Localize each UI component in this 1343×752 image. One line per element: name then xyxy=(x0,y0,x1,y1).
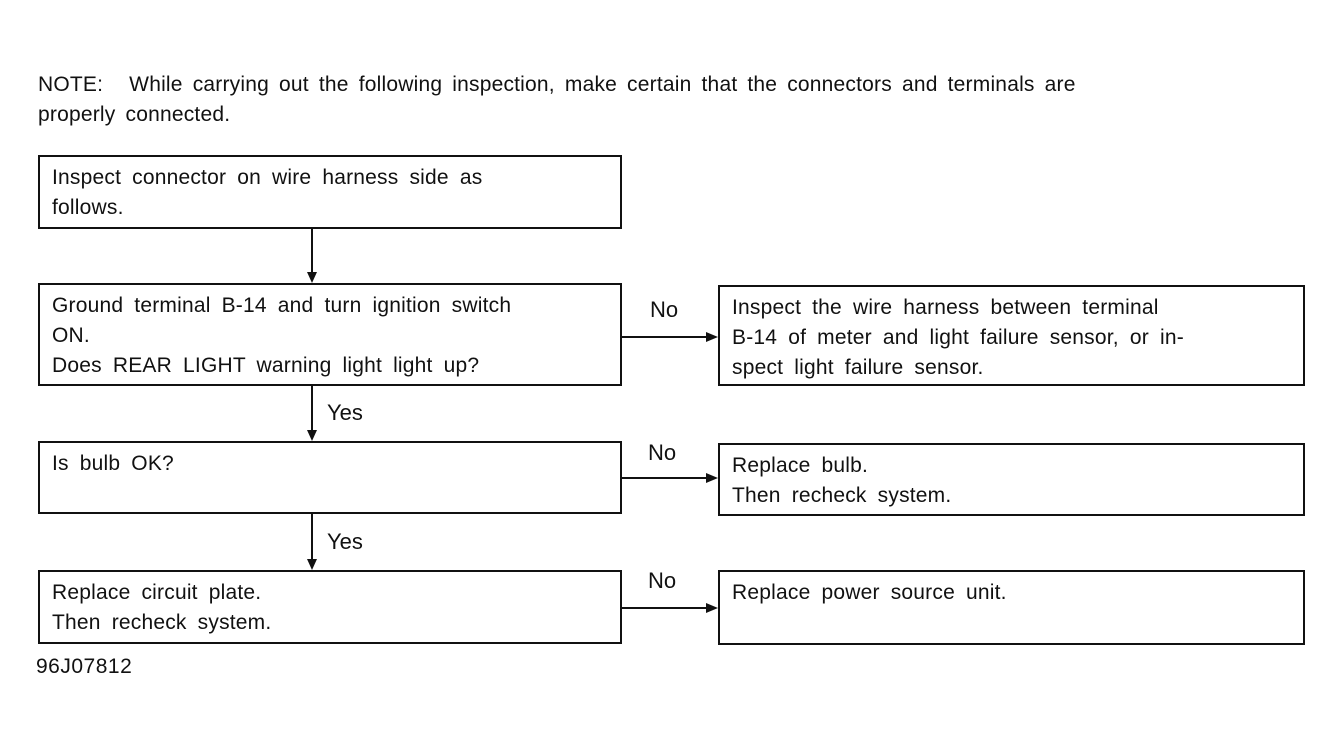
box-text-line: Replace bulb. xyxy=(732,454,869,477)
note-line-1-text: While carrying out the following inspect… xyxy=(129,73,1076,96)
flow-box-replace-circuit-plate: Replace circuit plate. Then recheck syst… xyxy=(38,570,622,644)
connector-down-yes-2-line xyxy=(311,514,313,559)
flow-box-replace-power-source-unit: Replace power source unit. xyxy=(718,570,1305,645)
no-label-3: No xyxy=(648,568,677,593)
box-text-line: Replace power source unit. xyxy=(732,581,1007,604)
box-text-line: Inspect the wire harness between termina… xyxy=(732,296,1159,319)
box-text-line: Then recheck system. xyxy=(52,611,272,634)
note-line-1: NOTE: While carrying out the following in… xyxy=(38,70,1310,100)
connector-no-1-line xyxy=(622,336,706,338)
arrow-down-yes-2-head-icon xyxy=(307,559,317,570)
note-line-2: properly connected. xyxy=(38,103,231,126)
flow-box-inspect-connector: Inspect connector on wire harness side a… xyxy=(38,155,622,229)
flow-box-inspect-wire-harness: Inspect the wire harness between termina… xyxy=(718,285,1305,386)
flow-box-ground-terminal-b14: Ground terminal B-14 and turn ignition s… xyxy=(38,283,622,386)
figure-id: 96J07812 xyxy=(36,655,133,678)
yes-label-1: Yes xyxy=(327,400,363,425)
flow-box-is-bulb-ok: Is bulb OK? xyxy=(38,441,622,514)
arrow-down-1-head-icon xyxy=(307,272,317,283)
connector-down-1-line xyxy=(311,229,313,272)
box-text-line: Ground terminal B-14 and turn ignition s… xyxy=(52,294,512,317)
arrow-down-yes-1-head-icon xyxy=(307,430,317,441)
box-text-line: B-14 of meter and light failure sensor, … xyxy=(732,326,1184,349)
arrow-right-no-2-head-icon xyxy=(706,473,718,483)
arrow-right-no-3-head-icon xyxy=(706,603,718,613)
connector-down-yes-1-line xyxy=(311,386,313,430)
note-label: NOTE: xyxy=(38,73,104,96)
connector-no-2-line xyxy=(622,477,706,479)
box-text-line: Inspect connector on wire harness side a… xyxy=(52,166,483,189)
box-text-line: ON. xyxy=(52,324,90,347)
no-label-1: No xyxy=(650,297,679,322)
no-label-2: No xyxy=(648,440,677,465)
connector-no-3-line xyxy=(622,607,706,609)
box-text-line: Then recheck system. xyxy=(732,484,952,507)
box-text-line: spect light failure sensor. xyxy=(732,356,984,379)
flow-box-replace-bulb: Replace bulb. Then recheck system. xyxy=(718,443,1305,516)
yes-label-2: Yes xyxy=(327,529,363,554)
box-text-line: follows. xyxy=(52,196,124,219)
box-text-line: Is bulb OK? xyxy=(52,452,174,475)
note-text: NOTE: While carrying out the following in… xyxy=(38,70,1310,130)
box-text-line: Replace circuit plate. xyxy=(52,581,262,604)
box-text-line: Does REAR LIGHT warning light light up? xyxy=(52,354,480,377)
arrow-right-no-1-head-icon xyxy=(706,332,718,342)
